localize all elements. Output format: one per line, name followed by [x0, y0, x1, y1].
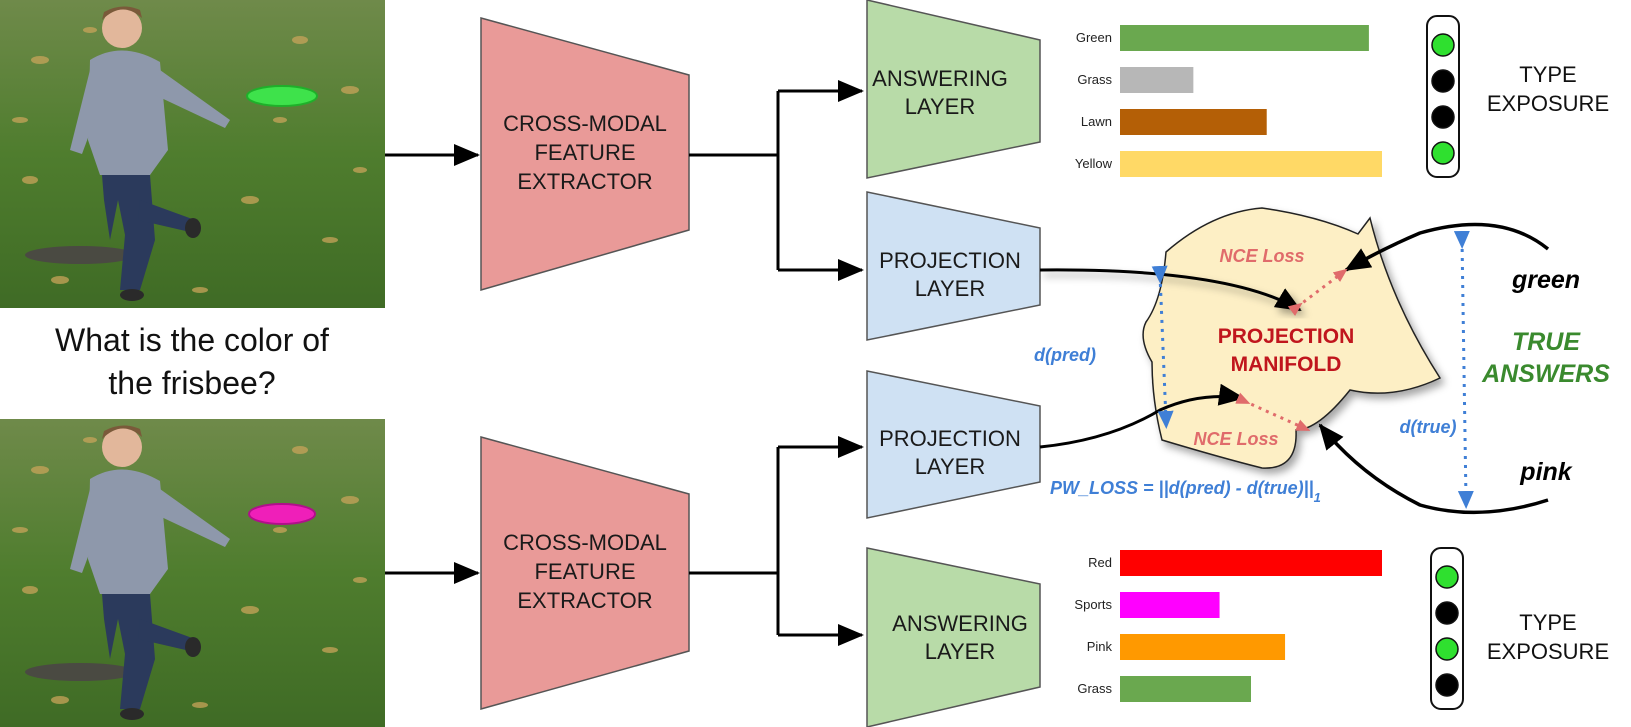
answering-layer-top: ANSWERING LAYER [866, 0, 1041, 179]
type-light-black [1435, 673, 1459, 697]
projection-top-line-2: LAYER [915, 276, 986, 301]
true-answers-line-2: ANSWERS [1481, 360, 1610, 388]
pw-loss-subscript: 1 [1314, 490, 1321, 505]
answering-bottom-line-2: LAYER [925, 639, 996, 664]
bar [1120, 151, 1382, 177]
arrow-green-to-manifold [1344, 222, 1550, 272]
photo-top [0, 0, 385, 308]
bar [1120, 676, 1251, 702]
true-answers-line-1: TRUE [1512, 328, 1581, 356]
extractor-bottom: CROSS-MODAL FEATURE EXTRACTOR [480, 436, 690, 710]
arrow-projection-top-to-manifold [1039, 268, 1302, 312]
pw-loss-text: PW_LOSS = ||d(pred) - d(true)|| [1050, 478, 1314, 498]
question-line-2: the frisbee? [108, 365, 275, 401]
connectors-top [689, 80, 864, 281]
d-pred-label: d(pred) [1034, 345, 1096, 365]
type-exposure-bottom-line-1: TYPE [1519, 610, 1576, 635]
bar [1120, 592, 1220, 618]
type-light-black [1431, 69, 1455, 93]
bar [1120, 634, 1286, 660]
bar [1120, 25, 1369, 51]
nce-arrow-top [1287, 268, 1348, 317]
photo-bottom [0, 419, 385, 727]
bar-label: Pink [1087, 639, 1113, 654]
answering-top-line-2: LAYER [905, 94, 976, 119]
arrow-pink-to-manifold [1318, 423, 1549, 515]
extractor-top-line-2: FEATURE [534, 140, 635, 165]
nce-loss-bottom-label: NCE Loss [1193, 429, 1278, 449]
type-light-green [1435, 565, 1459, 589]
bar-label: Sports [1074, 597, 1112, 612]
d-true-label: d(true) [1400, 417, 1457, 437]
bar [1120, 67, 1194, 93]
type-exposure-top-line-1: TYPE [1519, 62, 1576, 87]
type-light-black [1431, 105, 1455, 129]
projection-layer-top: PROJECTION LAYER [866, 191, 1041, 341]
answer-word-pink: pink [1519, 458, 1572, 486]
extractor-bottom-line-2: FEATURE [534, 559, 635, 584]
pw-loss-formula: PW_LOSS = ||d(pred) - d(true)||1 [1050, 478, 1321, 505]
manifold-label-line-1: PROJECTION [1218, 325, 1355, 348]
extractor-bottom-line-1: CROSS-MODAL [503, 530, 667, 555]
nce-arrow-bottom [1235, 392, 1311, 431]
bar-label: Yellow [1075, 156, 1113, 171]
question-line-1: What is the color of [55, 322, 329, 358]
answering-top-line-1: ANSWERING [872, 66, 1008, 91]
type-exposure-bottom-line-2: EXPOSURE [1487, 639, 1609, 664]
type-light-green [1431, 141, 1455, 165]
answer-word-green: green [1511, 266, 1580, 294]
bar-label: Lawn [1081, 114, 1112, 129]
type-exposure-top-line-2: EXPOSURE [1487, 91, 1609, 116]
type-light-bottom [1430, 547, 1464, 710]
connectors-bottom [689, 436, 864, 646]
type-light-green [1435, 637, 1459, 661]
type-light-top [1426, 15, 1460, 178]
nce-loss-top-label: NCE Loss [1219, 246, 1304, 266]
answering-layer-bottom: ANSWERING LAYER [866, 547, 1041, 727]
bar [1120, 550, 1382, 576]
type-light-green [1431, 33, 1455, 57]
d-pred-arrow [1151, 265, 1174, 429]
projection-bottom-line-1: PROJECTION [879, 426, 1021, 451]
projection-bottom-line-2: LAYER [915, 454, 986, 479]
type-light-black [1435, 601, 1459, 625]
d-true-arrow [1453, 230, 1474, 509]
projection-layer-bottom: PROJECTION LAYER [866, 370, 1041, 519]
bar-label: Grass [1077, 681, 1112, 696]
extractor-top-line-3: EXTRACTOR [517, 169, 652, 194]
projection-top-line-1: PROJECTION [879, 248, 1021, 273]
bar-label: Grass [1077, 72, 1112, 87]
bar-label: Red [1088, 555, 1112, 570]
extractor-top: CROSS-MODAL FEATURE EXTRACTOR [480, 17, 690, 291]
bar [1120, 109, 1267, 135]
manifold-label-line-2: MANIFOLD [1231, 353, 1342, 376]
answering-bottom-line-1: ANSWERING [892, 611, 1028, 636]
extractor-bottom-line-3: EXTRACTOR [517, 588, 652, 613]
frisbee-bottom [248, 503, 316, 525]
frisbee-top [246, 85, 318, 107]
extractor-top-line-1: CROSS-MODAL [503, 111, 667, 136]
bar-label: Green [1076, 30, 1112, 45]
